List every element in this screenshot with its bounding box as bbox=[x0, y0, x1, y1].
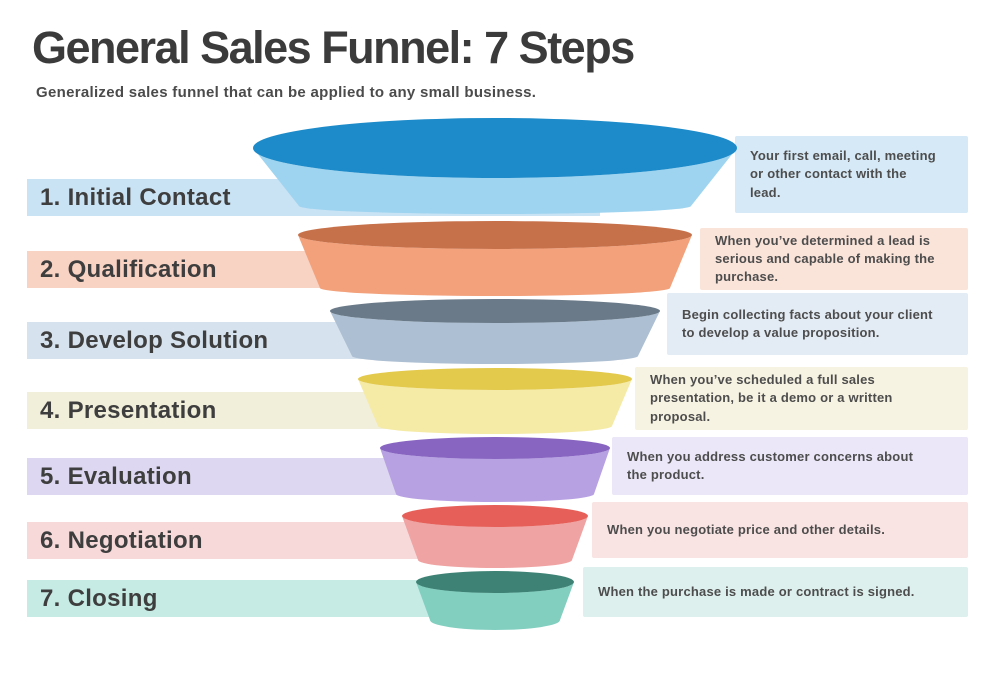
step-6-description-band: When you negotiate price and other detai… bbox=[592, 502, 968, 558]
funnel-segment-7-rim bbox=[416, 571, 574, 593]
funnel-segment-7-body bbox=[416, 582, 574, 630]
funnel-segment-5-body bbox=[380, 448, 610, 502]
funnel-segment-3-rim bbox=[330, 299, 660, 323]
funnel-segment-6 bbox=[402, 505, 588, 568]
step-4-description: When you’ve scheduled a full sales prese… bbox=[650, 372, 893, 424]
funnel-segment-2-rim bbox=[298, 221, 692, 249]
funnel-segment-2 bbox=[298, 221, 692, 296]
funnel-segment-7 bbox=[416, 571, 574, 630]
step-1-label: 1. Initial Contact bbox=[40, 183, 231, 211]
step-5-description-band: When you address customer concerns about… bbox=[612, 437, 968, 495]
step-2-label: 2. Qualification bbox=[40, 255, 217, 283]
step-7-description: When the purchase is made or contract is… bbox=[598, 583, 915, 599]
step-5-label: 5. Evaluation bbox=[40, 462, 192, 490]
step-4-description-band: When you’ve scheduled a full sales prese… bbox=[635, 367, 968, 430]
page-subtitle: Generalized sales funnel that can be app… bbox=[36, 84, 537, 101]
funnel-segment-2-body bbox=[298, 235, 692, 296]
step-1-description: Your first email, call, meeting or other… bbox=[750, 148, 936, 200]
step-2-description: When you’ve determined a lead is serious… bbox=[715, 232, 935, 285]
step-4-label: 4. Presentation bbox=[40, 396, 217, 424]
funnel-segment-1-rim bbox=[253, 118, 737, 178]
funnel-segment-1 bbox=[253, 118, 737, 214]
step-3-description-band: Begin collecting facts about your client… bbox=[667, 293, 968, 355]
step-7-label: 7. Closing bbox=[40, 584, 158, 612]
funnel-segment-6-rim bbox=[402, 505, 588, 527]
step-7-description-band: When the purchase is made or contract is… bbox=[583, 567, 968, 617]
step-2-description-band: When you’ve determined a lead is serious… bbox=[700, 228, 968, 290]
step-6-description: When you negotiate price and other detai… bbox=[607, 521, 886, 537]
funnel-segment-1-body bbox=[253, 148, 737, 214]
funnel-segment-4 bbox=[358, 368, 632, 434]
step-1-description-band: Your first email, call, meeting or other… bbox=[735, 136, 968, 213]
step-3-label: 3. Develop Solution bbox=[40, 326, 269, 354]
step-6-label: 6. Negotiation bbox=[40, 526, 203, 554]
funnel-segment-5 bbox=[380, 437, 610, 502]
step-3-description: Begin collecting facts about your client… bbox=[682, 306, 933, 340]
funnel-segment-3-body bbox=[330, 311, 660, 364]
funnel-segment-5-rim bbox=[380, 437, 610, 459]
page-title: General Sales Funnel: 7 Steps bbox=[32, 22, 635, 73]
step-5-description: When you address customer concerns about… bbox=[627, 448, 914, 482]
funnel-segment-3 bbox=[330, 299, 660, 364]
funnel-segment-4-body bbox=[358, 379, 632, 434]
funnel-segment-6-body bbox=[402, 516, 588, 568]
funnel-segment-4-rim bbox=[358, 368, 632, 390]
